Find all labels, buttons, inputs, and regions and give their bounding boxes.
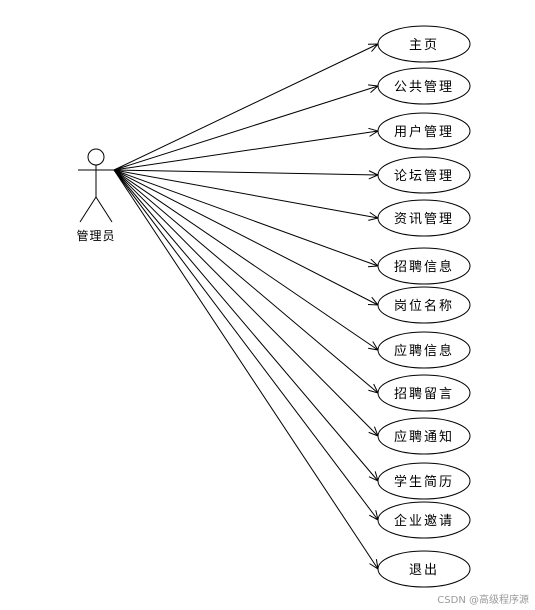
use-case: 岗位名称	[377, 286, 471, 324]
use-case: 学生简历	[377, 462, 471, 500]
actor-leg-right	[95, 196, 113, 223]
use-case-ellipse	[377, 501, 471, 539]
use-case-label: 应聘信息	[394, 343, 454, 359]
use-case-ellipse	[377, 286, 471, 324]
association-line	[113, 85, 379, 171]
use-case-label: 岗位名称	[394, 298, 454, 314]
use-case: 用户管理	[377, 112, 471, 150]
use-case-label: 企业邀请	[394, 513, 454, 529]
use-case-label: 招聘信息	[394, 259, 454, 275]
use-case-ellipse	[377, 417, 471, 455]
use-case: 企业邀请	[377, 501, 471, 539]
use-case-ellipse	[377, 67, 471, 105]
association-line	[113, 169, 379, 437]
use-case: 主页	[377, 25, 471, 63]
use-cases: 主页公共管理用户管理论坛管理资讯管理招聘信息岗位名称应聘信息招聘留言应聘通知学生…	[377, 25, 471, 588]
use-case: 招聘信息	[377, 247, 471, 285]
use-case-ellipse	[377, 112, 471, 150]
watermark: CSDN @高级程序源	[437, 595, 529, 606]
association-line	[113, 169, 379, 306]
use-case-label: 论坛管理	[394, 169, 454, 184]
use-case: 论坛管理	[377, 156, 471, 194]
use-case: 招聘留言	[377, 374, 471, 412]
use-case: 应聘通知	[377, 417, 471, 455]
actor-leg-left	[79, 196, 97, 223]
use-case-label: 学生简历	[394, 474, 454, 490]
use-case-ellipse	[377, 247, 471, 285]
association-line	[113, 43, 379, 171]
association-line	[113, 169, 379, 219]
use-case-label: 用户管理	[394, 124, 454, 140]
association-line	[113, 169, 379, 351]
use-case-ellipse	[377, 374, 471, 412]
association-line	[113, 169, 379, 521]
use-case-label: 招聘留言	[394, 387, 454, 402]
actor-label: 管理员	[76, 228, 115, 243]
use-case-label: 资讯管理	[394, 212, 454, 227]
actor-head	[87, 148, 105, 166]
association-line	[113, 169, 379, 570]
use-case-ellipse	[377, 331, 471, 369]
association-line	[113, 130, 379, 171]
use-case: 应聘信息	[377, 331, 471, 369]
association-lines	[113, 43, 380, 571]
actor-figure: 管理员	[76, 148, 115, 243]
use-case-label: 主页	[409, 38, 439, 53]
use-case-ellipse	[377, 199, 471, 237]
association-line	[113, 169, 379, 482]
association-line	[113, 169, 379, 394]
association-line	[113, 169, 379, 176]
use-case-ellipse	[377, 25, 471, 63]
use-case-label: 公共管理	[394, 80, 454, 95]
use-case-label: 应聘通知	[394, 429, 454, 445]
use-case: 公共管理	[377, 67, 471, 105]
use-case: 退出	[377, 550, 471, 588]
use-case-ellipse	[377, 462, 471, 500]
association-line	[113, 169, 379, 267]
use-case-ellipse	[377, 550, 471, 588]
use-case-label: 退出	[409, 563, 439, 578]
use-case-ellipse	[377, 156, 471, 194]
use-case: 资讯管理	[377, 199, 471, 237]
